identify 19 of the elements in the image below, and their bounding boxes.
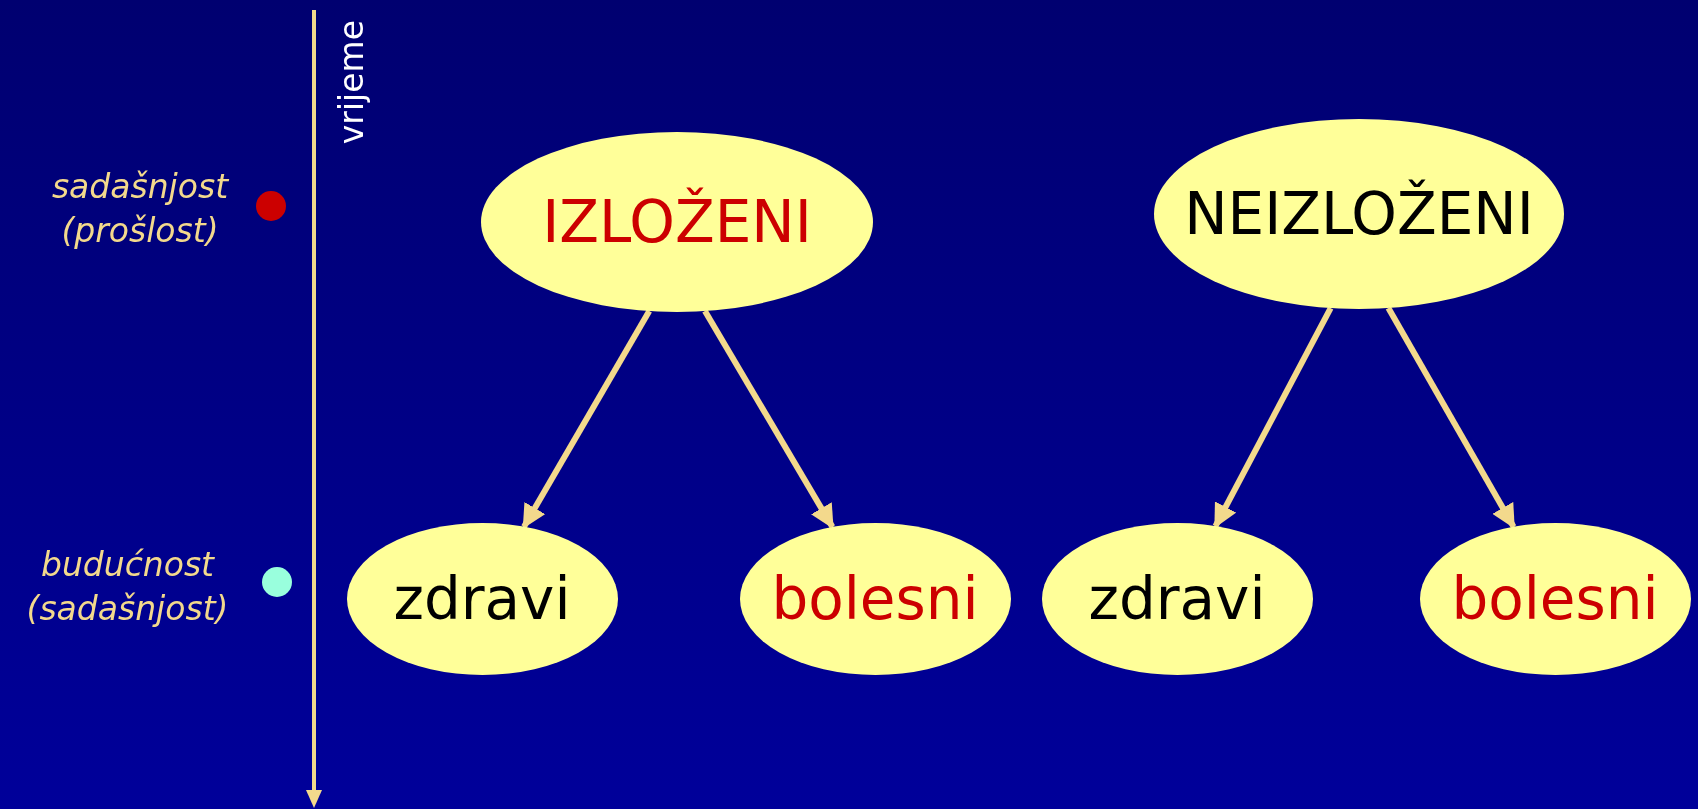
node-label: NEIZLOŽENI <box>1183 180 1535 248</box>
arrow <box>1385 306 1517 529</box>
axis-label: budućnost (sadašnjost) <box>25 544 230 630</box>
ellipse-node <box>1154 119 1564 309</box>
axis-label: sadašnjost (prošlost) <box>50 166 230 252</box>
arrow <box>521 309 652 529</box>
axis-label: vrijeme <box>331 20 372 145</box>
node-label: IZLOŽENI <box>541 188 813 256</box>
node-label: bolesni <box>770 565 980 633</box>
ellipse-node <box>739 523 1011 675</box>
node-label: zdravi <box>1087 565 1267 633</box>
arrow <box>1212 306 1334 529</box>
arrow <box>702 309 835 529</box>
ellipse-node <box>481 132 873 312</box>
ellipse-node <box>1041 523 1313 675</box>
ellipse-node <box>1419 523 1691 675</box>
ellipse-node <box>346 523 618 675</box>
node-label: bolesni <box>1450 565 1660 633</box>
node-label: zdravi <box>392 565 572 633</box>
